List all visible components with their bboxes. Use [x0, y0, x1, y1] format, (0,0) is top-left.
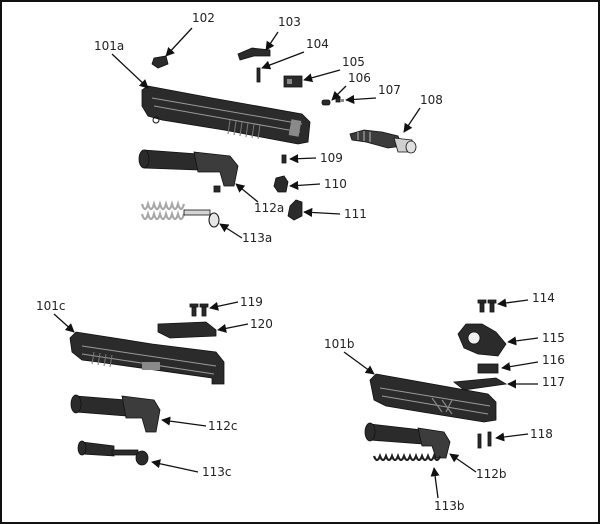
barrel-112a [138, 149, 239, 193]
label-112c: 112c [208, 419, 238, 433]
label-119: 119 [240, 295, 263, 309]
spring-113a [140, 200, 220, 228]
label-112a: 112a [254, 201, 284, 215]
label-105: 105 [342, 55, 365, 69]
barrel-112b [364, 422, 451, 459]
slide-101b [369, 373, 497, 423]
pin-109 [281, 154, 287, 164]
screws-114 [477, 299, 497, 313]
part-105 [283, 75, 303, 88]
label-120: 120 [250, 317, 273, 331]
label-114: 114 [532, 291, 555, 305]
slide-101a [141, 85, 311, 145]
guide-rod-113c [77, 440, 149, 466]
label-101c: 101c [36, 299, 66, 313]
label-116: 116 [542, 353, 565, 367]
part-102 [151, 55, 169, 69]
label-101a: 101a [94, 39, 124, 53]
label-107: 107 [378, 83, 401, 97]
label-106: 106 [348, 71, 371, 85]
barrel-112c [70, 394, 161, 433]
part-103 [237, 47, 271, 61]
pin-104 [256, 67, 261, 83]
part-107 [335, 97, 344, 103]
plate-117 [452, 377, 508, 391]
plate-120 [157, 321, 217, 339]
part-108 [349, 129, 417, 154]
label-111: 111 [344, 207, 367, 221]
label-109: 109 [320, 151, 343, 165]
spring-113b [372, 452, 442, 462]
label-101b: 101b [324, 337, 355, 351]
part-110 [273, 175, 289, 193]
screws-119 [189, 303, 209, 317]
pins-118 [477, 431, 492, 449]
label-103: 103 [278, 15, 301, 29]
label-104: 104 [306, 37, 329, 51]
label-108: 108 [420, 93, 443, 107]
label-118: 118 [530, 427, 553, 441]
optic-115 [457, 323, 507, 357]
label-102: 102 [192, 11, 215, 25]
label-115: 115 [542, 331, 565, 345]
label-110: 110 [324, 177, 347, 191]
part-111 [287, 199, 303, 221]
slide-101c [69, 331, 225, 385]
label-113c: 113c [202, 465, 232, 479]
label-112b: 112b [476, 467, 507, 481]
label-113a: 113a [242, 231, 272, 245]
part-106 [321, 99, 331, 106]
part-116 [477, 363, 499, 374]
label-117: 117 [542, 375, 565, 389]
label-113b: 113b [434, 499, 465, 513]
